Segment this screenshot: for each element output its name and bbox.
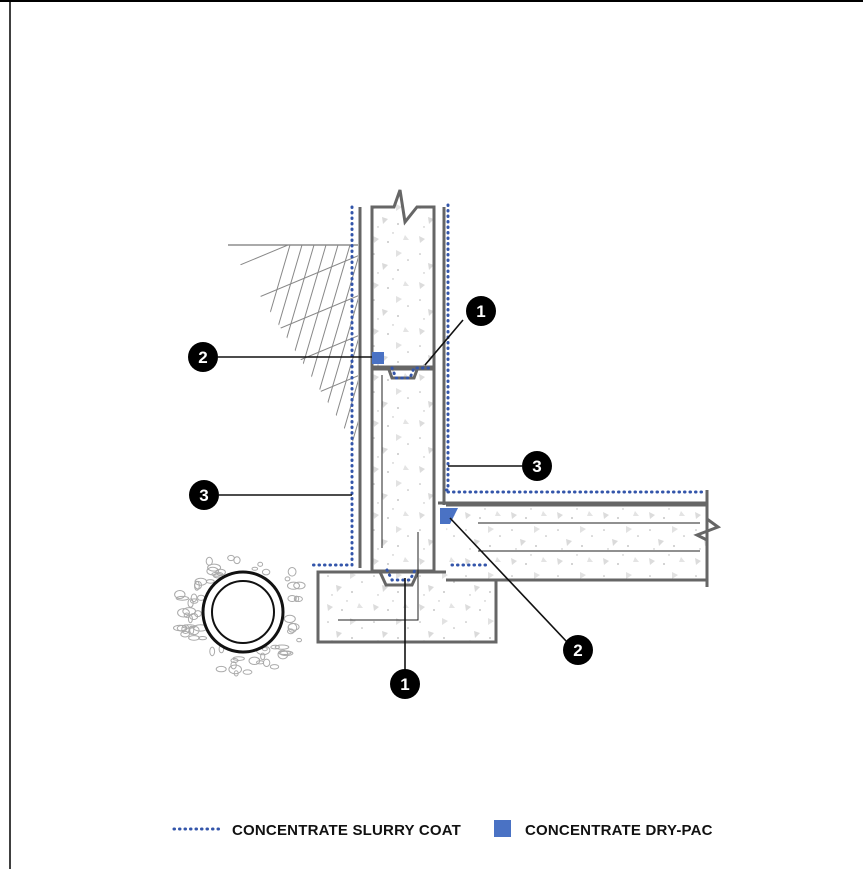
drain-pipe-inner [211, 580, 275, 644]
svg-text:2: 2 [198, 348, 207, 367]
svg-text:1: 1 [400, 675, 409, 694]
slurry-coat-lines [308, 203, 707, 582]
callout-2-left: 2 [188, 342, 218, 372]
callout-1-lower: 1 [390, 669, 420, 699]
svg-text:3: 3 [199, 486, 208, 505]
callout-2-right: 2 [563, 635, 593, 665]
lower-wall [370, 367, 436, 573]
drain-gravel [173, 554, 306, 677]
legend-slurry-label: CONCENTRATE SLURRY COAT [232, 822, 461, 839]
keyway-lower [378, 571, 420, 587]
legend-drypac-label: CONCENTRATE DRY-PAC [525, 822, 713, 839]
drypac-wall-joint [372, 352, 384, 364]
floor-slab [446, 503, 722, 582]
upper-wall [370, 189, 436, 369]
concrete-footing [316, 570, 498, 644]
callout-3-left: 3 [189, 480, 219, 510]
drypac-slab-joint [440, 508, 458, 524]
legend-drypac-swatch [494, 820, 511, 837]
svg-text:1: 1 [476, 302, 485, 321]
svg-text:2: 2 [573, 641, 582, 660]
svg-text:3: 3 [532, 457, 541, 476]
leader-lines [218, 319, 568, 672]
callout-1-upper: 1 [466, 296, 496, 326]
legend: CONCENTRATE SLURRY COAT CONCENTRATE DRY-… [172, 820, 713, 839]
callout-3-right: 3 [522, 451, 552, 481]
rebar-footing [338, 532, 419, 621]
